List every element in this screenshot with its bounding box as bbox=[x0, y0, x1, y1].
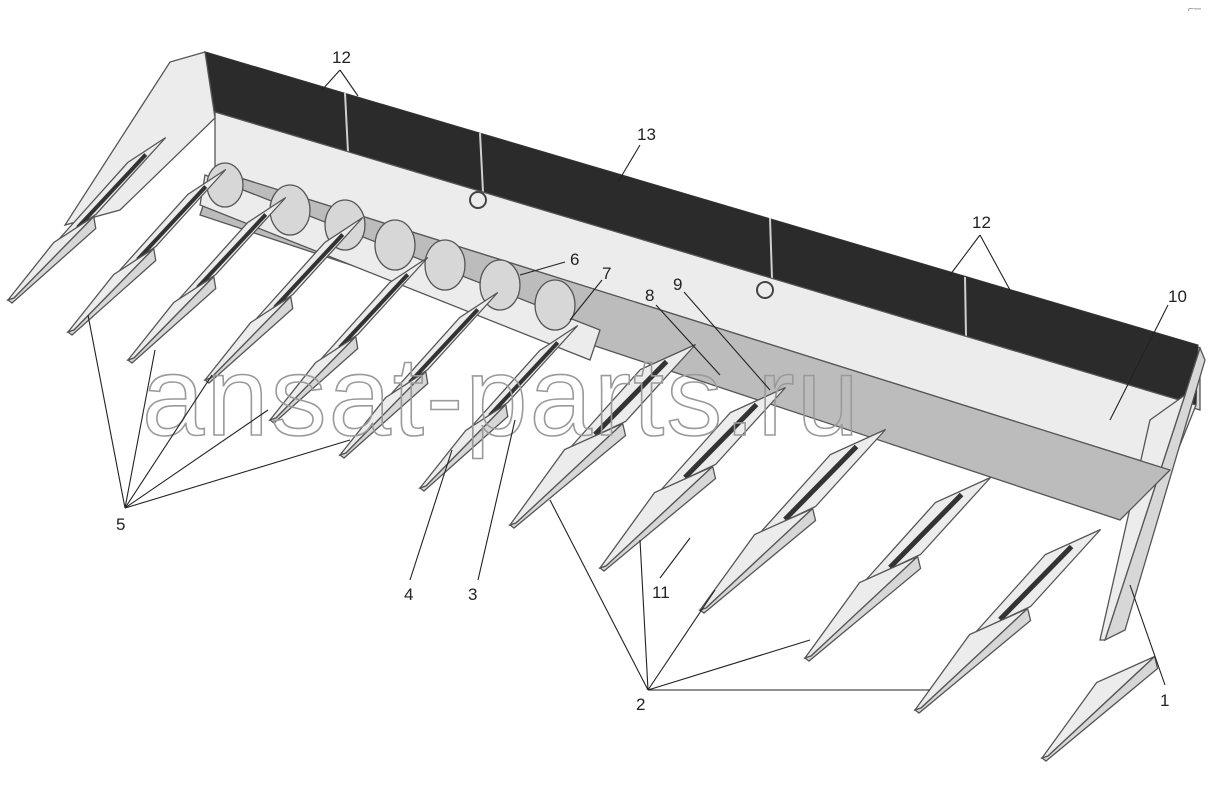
lifting-eye bbox=[756, 281, 774, 299]
gathering-chain bbox=[196, 213, 268, 289]
gathering-chain bbox=[408, 308, 480, 384]
auger-flight bbox=[374, 219, 416, 271]
gathering-chain bbox=[273, 233, 345, 309]
gathering-chain bbox=[338, 273, 410, 349]
watermark: ansat-parts.ru bbox=[142, 334, 861, 459]
callout-8: 8 bbox=[645, 286, 654, 305]
leader-lines bbox=[87, 69, 1169, 691]
gathering-chain bbox=[593, 359, 669, 437]
callout-12-left: 12 bbox=[332, 48, 351, 67]
divider-snout-side bbox=[913, 607, 1032, 714]
callout-13: 13 bbox=[637, 125, 656, 144]
screen-separator bbox=[769, 217, 773, 279]
divider-snout-side bbox=[338, 370, 429, 459]
callout-1: 1 bbox=[1160, 691, 1169, 710]
auger-flight bbox=[534, 279, 576, 331]
screen-separator bbox=[344, 92, 349, 153]
divider-snout-side bbox=[598, 465, 717, 572]
divider-snout-side bbox=[6, 215, 97, 304]
auger-flight bbox=[424, 239, 466, 291]
divider-snout-side bbox=[803, 555, 922, 662]
corner-mark: ⌐─ bbox=[1188, 4, 1202, 15]
gathering-chain bbox=[683, 402, 759, 480]
auger-flight bbox=[269, 184, 311, 236]
lifting-eye bbox=[469, 191, 487, 209]
callout-11: 11 bbox=[652, 583, 670, 602]
right-side-wall bbox=[1103, 346, 1206, 642]
gathering-chain bbox=[488, 341, 560, 417]
callout-9: 9 bbox=[673, 275, 682, 294]
row-units bbox=[6, 136, 1159, 762]
screen-separator bbox=[479, 132, 484, 193]
divider-snout-side bbox=[508, 422, 627, 529]
gathering-chain bbox=[888, 492, 964, 570]
gathering-chain bbox=[136, 185, 208, 261]
callout-10: 10 bbox=[1168, 287, 1187, 306]
callout-6: 6 bbox=[570, 250, 579, 269]
gathering-chain bbox=[783, 444, 859, 522]
screen-separator bbox=[964, 276, 967, 337]
divider-snout-side bbox=[126, 275, 217, 364]
gathering-chain bbox=[76, 153, 148, 229]
divider-snout-side bbox=[1040, 655, 1159, 762]
divider-snout-side bbox=[418, 403, 509, 492]
gathering-chain bbox=[998, 544, 1074, 622]
divider-snout-side bbox=[698, 507, 817, 614]
callout-12-right: 12 bbox=[972, 213, 991, 232]
divider-snout-side bbox=[268, 335, 359, 424]
divider-snout-side bbox=[66, 247, 157, 336]
callout-3: 3 bbox=[468, 585, 477, 604]
callout-2: 2 bbox=[636, 695, 645, 714]
callout-4: 4 bbox=[404, 585, 413, 604]
callout-5: 5 bbox=[116, 515, 125, 534]
callout-7: 7 bbox=[602, 264, 611, 283]
callout-labels: 12 13 12 10 6 7 8 9 5 4 3 11 2 1 bbox=[116, 48, 1187, 714]
